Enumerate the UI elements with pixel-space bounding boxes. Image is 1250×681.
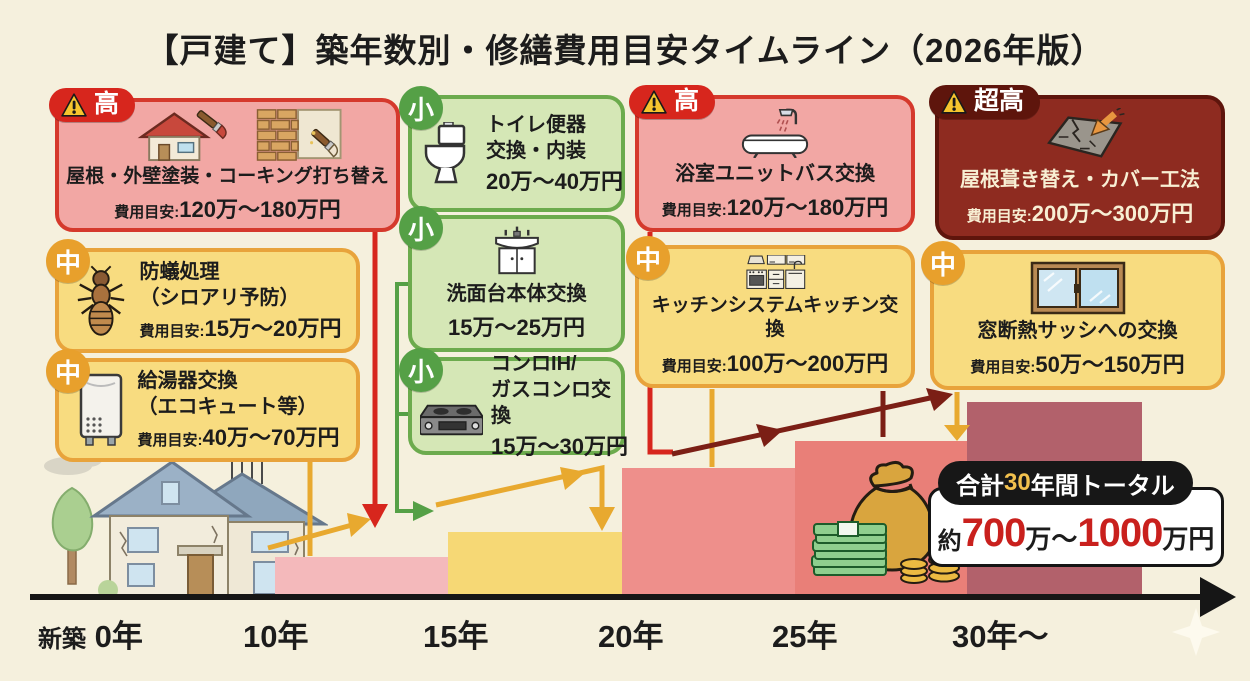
card-stove: 小 コンロIH/ ガスコンロ交換 15万〜30万円: [399, 348, 628, 459]
card-cost: 15万〜25万円: [448, 315, 585, 340]
wall-caulking-icon: [256, 108, 342, 161]
house-door: [187, 554, 214, 597]
toilet-icon: [424, 121, 466, 183]
card-title: トイレ便器 交換・内装: [486, 113, 586, 162]
card-title: 洗面台本体交換: [446, 283, 587, 305]
priority-badge-mid: 中: [626, 236, 670, 280]
card-title: 給湯器交換 （エコキュート等）: [137, 370, 318, 418]
card-cost: 費用目安:120万〜180万円: [114, 197, 341, 223]
cost-bar-15y: [448, 532, 622, 597]
timeline-arrowhead-icon: [1200, 577, 1236, 617]
cash-stack-icon: [811, 521, 887, 576]
water-heater-icon: [79, 373, 122, 446]
card-title: コンロIH/ ガスコンロ交換: [491, 353, 612, 427]
card-toilet: 小 トイレ便器 交換・内装 20万〜40万円: [399, 86, 625, 212]
cost-bar-10y: [275, 557, 448, 597]
crack-mark: [119, 531, 128, 557]
card-cost: 20万〜40万円: [486, 168, 623, 194]
card-title: 屋根葺き替え・カバー工法: [960, 168, 1200, 191]
card-title: 浴室ユニットバス交換: [675, 163, 875, 185]
system-kitchen-icon: [746, 255, 806, 290]
aging-house-illustration: [44, 448, 328, 597]
card-cost: 費用目安:200万〜300万円: [966, 200, 1194, 226]
total-low: 700: [961, 511, 1027, 555]
page-title: 【戸建て】築年数別・修繕費用目安タイムライン（2026年版）: [145, 32, 1105, 69]
damaged-roof-icon: [1047, 107, 1125, 158]
insulated-window-icon: [1030, 261, 1125, 315]
axis-label-15y: 15年: [423, 619, 489, 654]
card-roof-replacement: 超高 屋根葺き替え・カバー工法 費用目安:200万〜300万円: [929, 85, 1225, 240]
card-cost: 費用目安:40万〜70万円: [137, 425, 340, 450]
card-cost: 費用目安:120万〜180万円: [661, 195, 889, 220]
bathtub-shower-icon: [741, 108, 809, 158]
card-bathroom: 高 浴室ユニットバス交換 費用目安:120万〜180万円: [629, 85, 915, 232]
card-water-heater: 中 給湯器交換 （エコキュート等） 費用目安:40万〜70万円: [46, 349, 360, 462]
warning-icon: [641, 89, 667, 114]
washbasin-icon: [494, 226, 539, 275]
card-cost: 費用目安:15万〜20万円: [139, 315, 342, 341]
stove-icon: [420, 404, 484, 436]
priority-badge-high: 高: [49, 88, 136, 122]
priority-badge-high: 高: [629, 85, 716, 119]
sparkle-icon: [1172, 608, 1220, 656]
total-approx: 約: [937, 528, 962, 555]
axis-label-newbuilt: 新築 0年: [38, 619, 143, 654]
axis-label-25y: 25年: [772, 619, 838, 654]
total-high: 1000: [1077, 511, 1163, 555]
priority-badge-mid: 中: [46, 239, 90, 283]
badge-label: 高: [94, 90, 120, 118]
bush-icon: [98, 580, 118, 597]
card-title: 防蟻処理 （シロアリ予防）: [139, 260, 300, 309]
card-title: 窓断熱サッシへの交換: [977, 320, 1178, 342]
warning-icon: [61, 92, 87, 117]
house-painting-icon: [137, 109, 227, 161]
termite-icon: [77, 265, 124, 336]
cost-bar-20y: [622, 468, 795, 597]
warning-icon: [941, 89, 967, 114]
priority-badge-very-high: 超高: [929, 85, 1041, 119]
priority-badge-mid: 中: [46, 349, 90, 393]
axis-label-10y: 10年: [243, 619, 309, 654]
card-washbasin: 小 洗面台本体交換 15万〜25万円: [399, 206, 625, 352]
priority-badge-small: 小: [399, 348, 443, 392]
priority-badge-small: 小: [399, 86, 443, 130]
card-title: 屋根・外壁塗装・コーキング打ち替え: [66, 165, 389, 187]
timeline-axis: [30, 594, 1206, 600]
card-exterior-paint: 高: [49, 88, 400, 232]
card-kitchen: 中 キッチンシステムキッチン交換 費用目安:100万〜200万円: [626, 236, 915, 388]
arrow-mid-rise: [435, 464, 605, 519]
badge-label: 高: [674, 87, 700, 115]
axis-label-30y: 30年〜: [952, 619, 1049, 654]
card-title: キッチンシステムキッチン交換: [651, 294, 899, 341]
badge-label: 超高: [974, 87, 1025, 115]
card-cost: 費用目安:100万〜200万円: [661, 351, 889, 376]
axis-label-20y: 20年: [598, 619, 664, 654]
card-termite: 中 防蟻処理 （シロアリ予防） 費用目安:15万〜20万円: [46, 239, 360, 353]
card-cost: 15万〜30万円: [491, 434, 628, 459]
card-window-sash: 中 窓断熱サッシへの交換 費用目安:50万〜150万円: [921, 241, 1225, 390]
card-cost: 費用目安:50万〜150万円: [970, 352, 1185, 377]
priority-badge-small: 小: [399, 206, 443, 250]
priority-badge-mid: 中: [921, 241, 965, 285]
